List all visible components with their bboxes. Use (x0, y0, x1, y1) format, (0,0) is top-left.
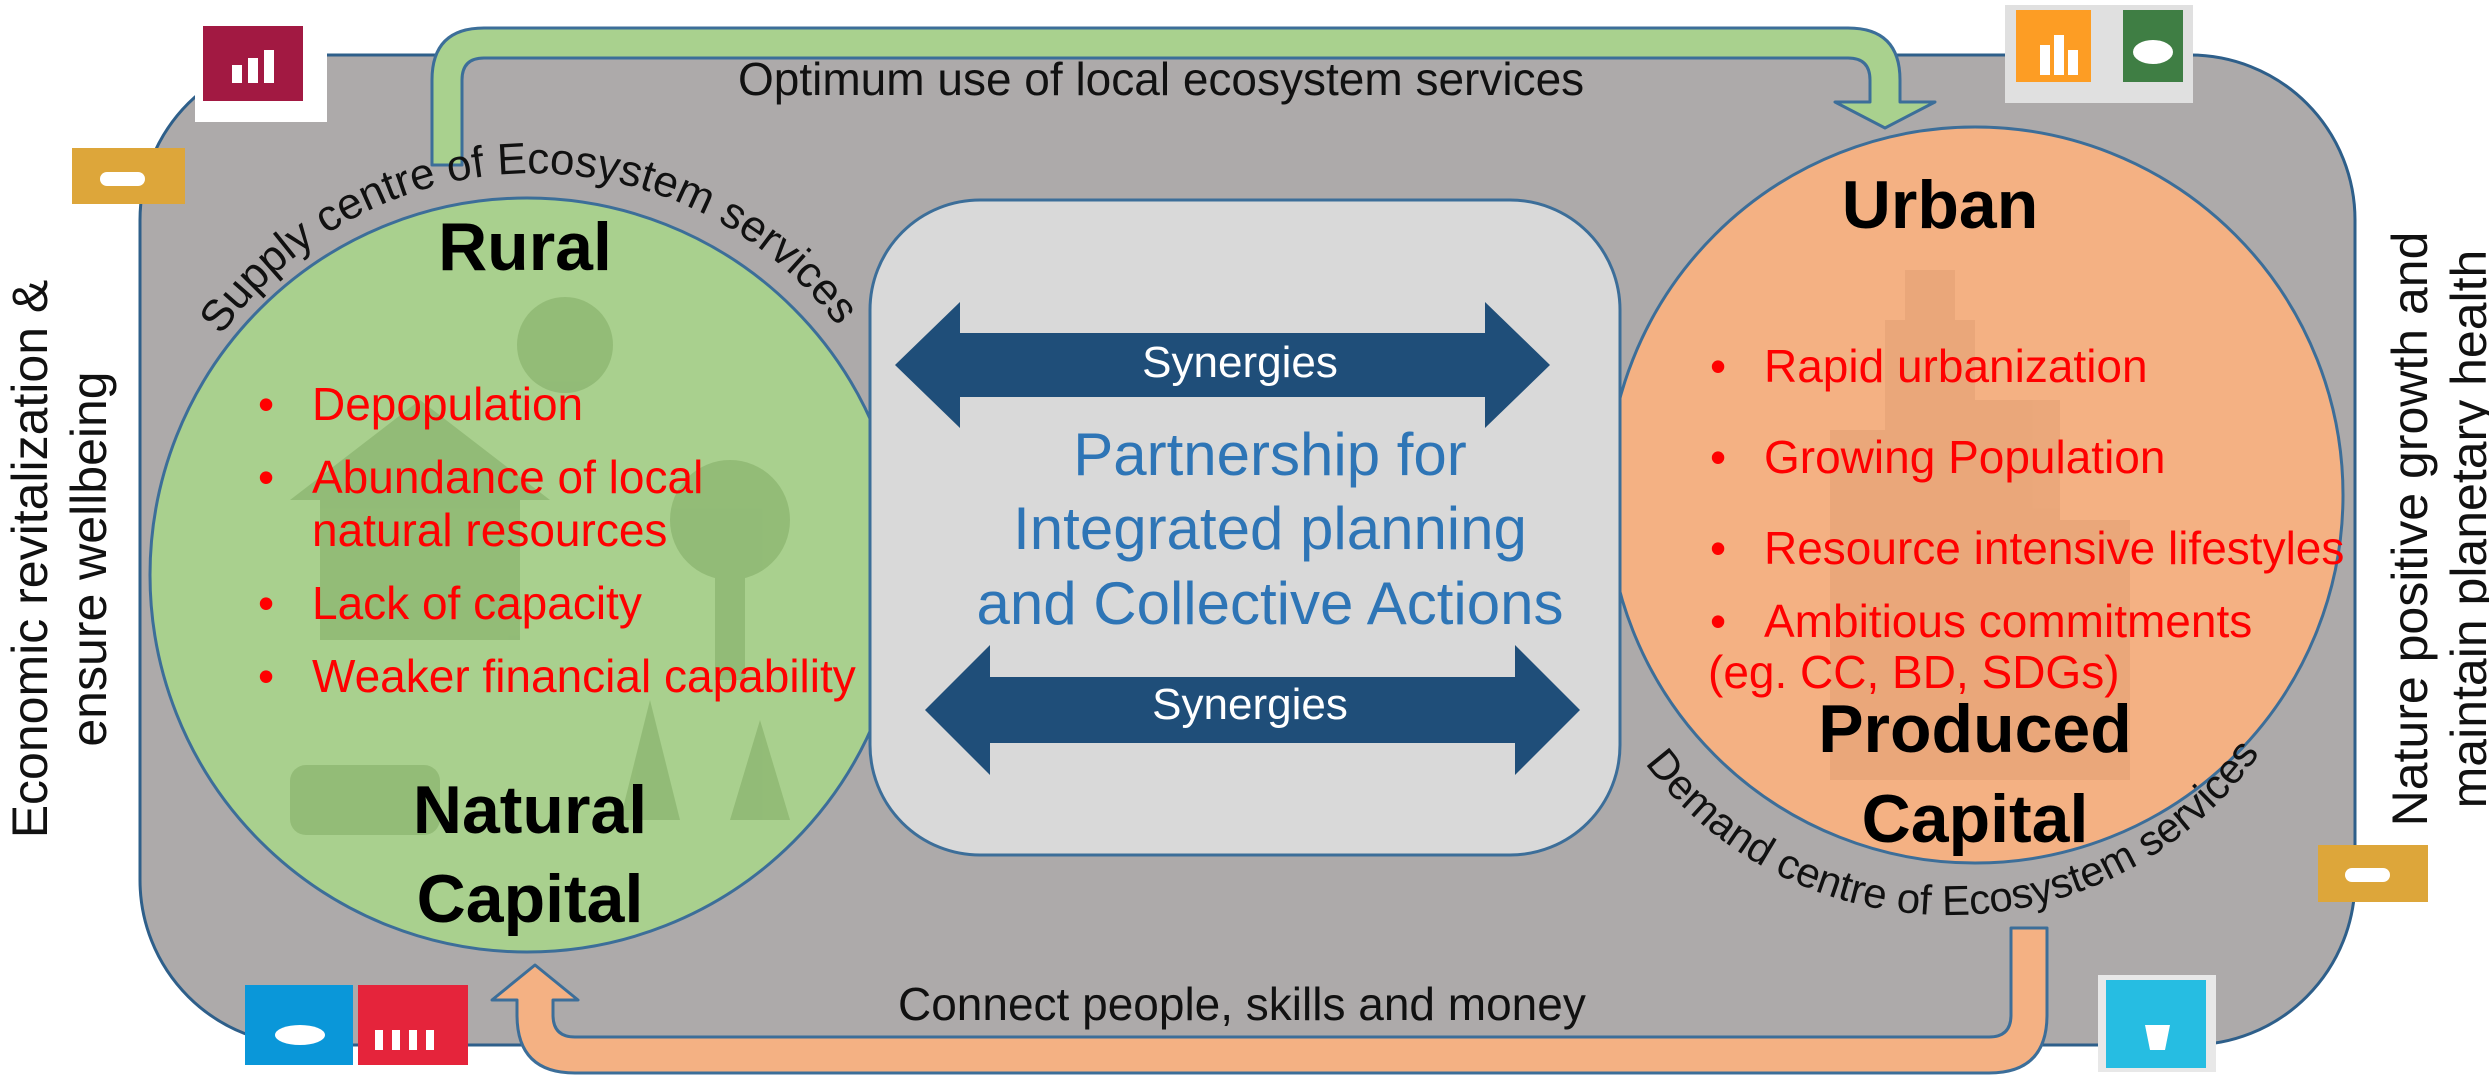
left-side-label: Economic revitalization & ensure wellbei… (1, 249, 119, 869)
left-side-line2: ensure wellbeing (61, 371, 117, 747)
synergies-top-arrow (895, 302, 1550, 428)
top-flow-label: Optimum use of local ecosystem services (738, 53, 1585, 105)
rural-title: Rural (438, 209, 612, 285)
left-side-line1: Economic revitalization & (2, 279, 58, 839)
urban-bullet: Resource intensive lifestyles (1700, 522, 2344, 575)
natural-capital-line1: Natural (412, 772, 648, 848)
sdg-2-icon-right (2318, 845, 2428, 902)
urban-bullet: Growing Population (1700, 431, 2344, 484)
synergies-bottom-arrow (925, 645, 1580, 775)
urban-bullet: Rapid urbanization (1700, 340, 2344, 393)
partnership-line3: and Collective Actions (976, 569, 1564, 637)
produced-capital-line2: Capital (1861, 781, 2089, 857)
rural-bullet-list: Depopulation Abundance of local natural … (248, 378, 856, 722)
rural-bullet: Lack of capacity (248, 577, 856, 630)
partnership-line2: Integrated planning (1013, 495, 1527, 563)
urban-bullet-list: Rapid urbanization Growing Population Re… (1700, 340, 2344, 648)
sdg-15-icon (2123, 10, 2183, 82)
natural-capital-line2: Capital (416, 861, 644, 937)
sdg-8-icon (195, 22, 327, 122)
synergies-top-label: Synergies (1142, 338, 1338, 387)
sdg-6-icon (2098, 975, 2216, 1072)
partnership-text: Partnership for Integrated planning and … (880, 418, 1660, 641)
right-side-line1: Nature positive growth and (2382, 231, 2438, 827)
partnership-line1: Partnership for (1073, 421, 1467, 488)
top-flow-arrow (430, 26, 1937, 167)
rural-bullet: Weaker financial capability (248, 650, 856, 703)
sdg-1-icon (358, 985, 468, 1065)
bottom-flow-label: Connect people, skills and money (898, 978, 1586, 1030)
urban-bullet-note: (eg. CC, BD, SDGs) (1708, 646, 2120, 698)
bottom-flow-arrow (490, 926, 2049, 1075)
urban-title: Urban (1841, 167, 2039, 243)
sdg-14-icon (245, 985, 353, 1065)
produced-capital-line1: Produced (1818, 691, 2132, 767)
rural-bullet: Depopulation (248, 378, 856, 431)
right-side-line2: maintain planetary health (2441, 249, 2489, 809)
urban-bullet: Ambitious commitments (1700, 595, 2344, 648)
rural-bullet: Abundance of local natural resources (248, 451, 752, 557)
right-side-label: Nature positive growth and maintain plan… (2381, 219, 2489, 839)
synergies-bottom-label: Synergies (1152, 680, 1348, 729)
sdg-2-icon (72, 148, 185, 204)
